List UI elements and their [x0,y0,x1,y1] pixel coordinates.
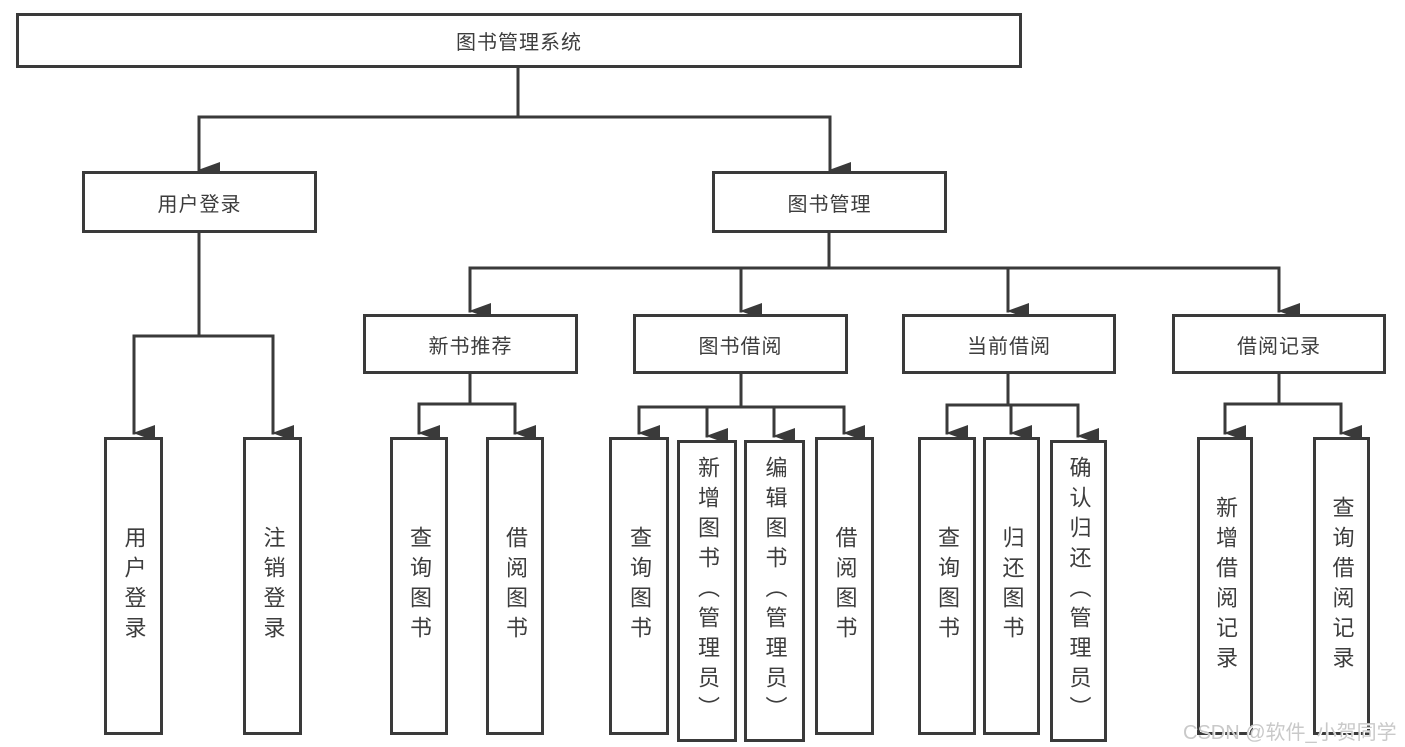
node-new-book-recommend: 新书推荐 [363,314,578,374]
node-leaf-logout: 注销登录 [243,437,302,735]
connector-book-management-to-level3 [468,231,1300,319]
node-bb-add-book-admin-label: 新增图书（管理员） [695,456,720,726]
node-bb-borrow-book-label: 借阅图书 [832,526,858,646]
node-bb-query-book-label: 查询图书 [627,526,652,646]
node-cb-confirm-return-admin-label: 确认归还（管理员） [1066,456,1092,726]
node-bb-edit-book-admin-label: 编辑图书（管理员） [762,456,788,726]
node-new-book-recommend-label: 新书推荐 [428,335,513,358]
node-br-query-record: 查询借阅记录 [1313,437,1370,735]
node-rec-borrow-book-label: 借阅图书 [503,526,528,646]
node-leaf-logout-label: 注销登录 [260,526,286,646]
node-br-add-record: 新增借阅记录 [1197,437,1253,735]
node-leaf-user-login: 用户登录 [104,437,163,735]
node-br-add-record-label: 新增借阅记录 [1213,496,1238,676]
node-borrow-records: 借阅记录 [1172,314,1386,374]
node-br-query-record-label: 查询借阅记录 [1329,496,1355,676]
node-book-borrowing: 图书借阅 [633,314,848,374]
node-current-borrowing: 当前借阅 [902,314,1116,374]
node-library-management-system: 图书管理系统 [16,13,1022,68]
node-book-management: 图书管理 [712,171,947,233]
connector-user-login-to-leaves [132,231,294,441]
node-current-borrowing-label: 当前借阅 [967,335,1051,358]
node-bb-borrow-book: 借阅图书 [815,437,874,735]
connector-borrow-records-to-leaves [1223,372,1362,441]
node-rec-borrow-book: 借阅图书 [486,437,544,735]
node-bb-query-book: 查询图书 [609,437,669,735]
connector-root-to-level2 [197,66,851,178]
connector-new-book-recommend-to-leaves [417,372,536,441]
node-leaf-user-login-label: 用户登录 [121,526,147,646]
node-library-management-system-label: 图书管理系统 [456,32,582,54]
node-book-management-label: 图书管理 [787,193,872,216]
node-cb-return-book: 归还图书 [983,437,1040,735]
connector-current-borrowing-to-leaves [945,372,1099,444]
csdn-watermark: CSDN @软件_小贺同学 [1183,722,1397,744]
connector-book-borrowing-to-leaves [637,372,865,444]
node-bb-edit-book-admin: 编辑图书（管理员） [744,440,805,742]
node-user-login: 用户登录 [82,171,317,233]
node-book-borrowing-label: 图书借阅 [698,335,783,358]
node-rec-query-book-label: 查询图书 [407,526,432,646]
node-cb-query-book: 查询图书 [918,437,976,735]
node-user-login-label: 用户登录 [157,193,242,216]
node-bb-add-book-admin: 新增图书（管理员） [677,440,737,742]
node-borrow-records-label: 借阅记录 [1237,335,1321,358]
node-rec-query-book: 查询图书 [390,437,448,735]
node-cb-return-book-label: 归还图书 [999,526,1025,646]
node-cb-confirm-return-admin: 确认归还（管理员） [1050,440,1107,742]
node-cb-query-book-label: 查询图书 [935,526,960,646]
